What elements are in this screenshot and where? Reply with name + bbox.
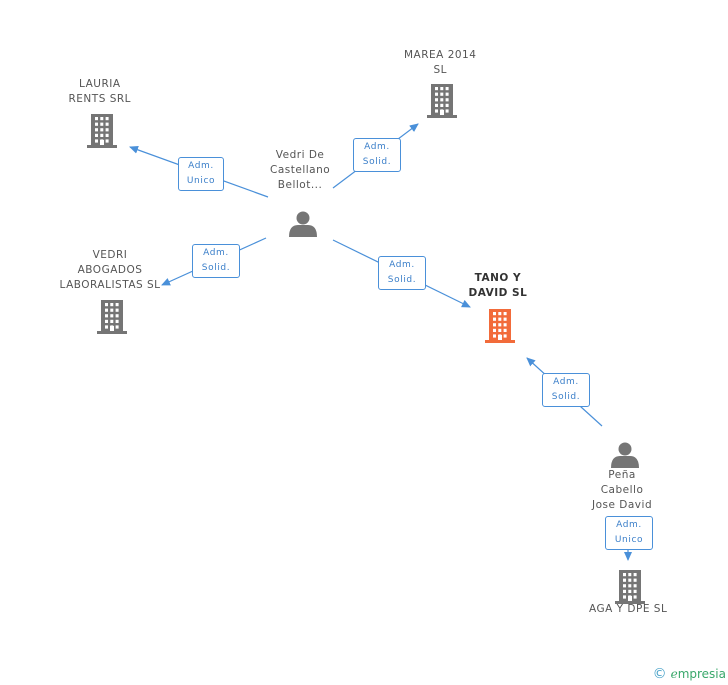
building-icon — [87, 114, 117, 148]
node-label-line: AGA Y DPE SL — [589, 603, 668, 615]
role-badge-line: Unico — [614, 535, 644, 545]
role-badge-line: Solid. — [362, 157, 392, 167]
role-badge-line: Adm. — [188, 161, 214, 171]
node-label-vedri-abogados[interactable]: VEDRI ABOGADOS LABORALISTAS SL — [60, 248, 161, 293]
role-badge[interactable]: Adm. Solid. — [378, 256, 426, 290]
role-badge-line: Adm. — [203, 248, 229, 258]
building-icon — [427, 84, 457, 118]
brand-logo-rest: mpresia — [677, 667, 726, 681]
node-label-line: Cabello — [600, 484, 644, 496]
role-badge[interactable]: Adm. Unico — [605, 516, 653, 550]
node-label-line: MAREA 2014 — [404, 49, 477, 61]
node-label-line: LAURIA — [78, 78, 121, 90]
node-label-line: Vedri De — [275, 149, 325, 161]
building-icon — [97, 300, 127, 334]
role-badge[interactable]: Adm. Solid. — [353, 138, 401, 172]
node-label-line: SL — [433, 64, 447, 76]
node-label-line: Jose David — [592, 499, 653, 511]
node-label-line: Peña — [608, 469, 636, 481]
person-icon — [611, 442, 639, 468]
node-label-line: VEDRI — [92, 249, 128, 261]
node-label-tano[interactable]: TANO Y DAVID SL — [469, 271, 528, 301]
role-badge[interactable]: Adm. Unico — [178, 157, 224, 191]
role-badge[interactable]: Adm. Solid. — [542, 373, 590, 407]
node-label-line: ABOGADOS — [77, 264, 143, 276]
role-badge-line: Adm. — [616, 520, 642, 530]
node-label-line: Castellano — [270, 164, 331, 176]
role-badge-line: Adm. — [364, 142, 390, 152]
person-icon — [289, 211, 317, 237]
role-badge[interactable]: Adm. Solid. — [192, 244, 240, 278]
node-label-aga[interactable]: AGA Y DPE SL — [589, 602, 667, 617]
role-badge-line: Adm. — [553, 377, 579, 387]
brand-footer: ©empresia — [653, 666, 726, 682]
node-label-line: DAVID SL — [468, 287, 528, 299]
role-badge-line: Solid. — [387, 275, 417, 285]
role-badge-line: Solid. — [201, 263, 231, 273]
copyright-icon: © — [652, 666, 667, 682]
node-label-lauria[interactable]: LAURIA RENTS SRL — [69, 77, 132, 107]
building-icon — [615, 570, 645, 604]
role-badge-line: Solid. — [551, 392, 581, 402]
node-label-line: TANO Y — [474, 272, 522, 284]
building-icon — [485, 309, 515, 343]
brand-logo-first: e — [670, 667, 678, 681]
node-label-line: LABORALISTAS SL — [59, 279, 161, 291]
node-label-line: Bellot... — [277, 179, 323, 191]
role-badge-line: Unico — [186, 176, 216, 186]
node-label-line: RENTS SRL — [68, 93, 132, 105]
role-badge-line: Adm. — [389, 260, 415, 270]
